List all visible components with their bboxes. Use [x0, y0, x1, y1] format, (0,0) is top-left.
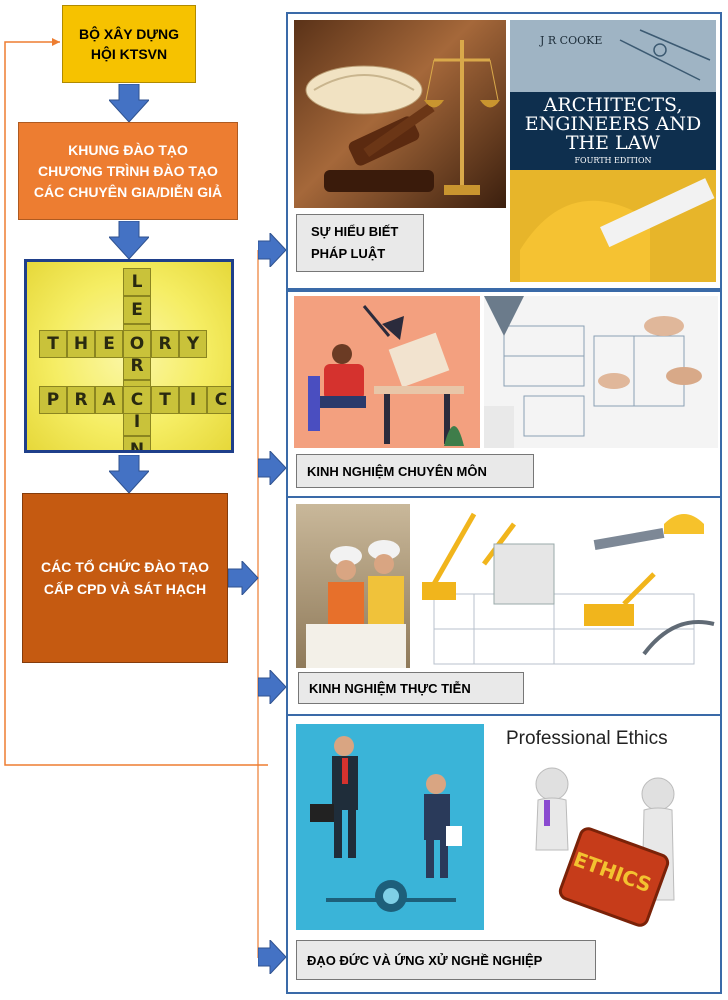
ministry-box: BỘ XÂY DỰNG HỘI KTSVN: [62, 5, 196, 83]
ministry-line-2: HỘI KTSVN: [90, 46, 168, 62]
crossword-tile-learning-6: N: [123, 436, 151, 450]
book-author: J R COOKE: [540, 34, 603, 47]
right-arrow-panel-2: [258, 451, 287, 485]
practical-experience-text: KINH NGHIỆM THỰC TIỄN: [309, 680, 471, 696]
designer-illustration: [294, 296, 480, 448]
professional-experience-text: KINH NGHIỆM CHUYÊN MÔN: [307, 463, 487, 479]
panel-law-label: SỰ HIỂU BIẾT PHÁP LUẬT: [296, 214, 424, 272]
framework-line-1: KHUNG ĐÀO TẠO: [68, 141, 188, 158]
panel-ethics-label: ĐẠO ĐỨC VÀ ỨNG XỬ NGHỀ NGHIỆP: [296, 940, 596, 980]
construction-workers-image: [296, 504, 410, 668]
panel-law: J R COOKE ARCHITECTS, ENGINEERS AND THE …: [286, 12, 722, 290]
business-people-image: [296, 724, 484, 930]
crossword-tile-theory-0: T: [39, 330, 67, 358]
down-arrow-3: [109, 455, 149, 494]
crossword-tile-practice-2: A: [95, 386, 123, 414]
book-title-line-3: THE LAW: [565, 132, 661, 154]
training-orgs-line-1: CÁC TỔ CHỨC ĐÀO TẠO: [41, 559, 209, 575]
crossword-tile-practice-5: I: [179, 386, 207, 414]
crossword-tile-practice-0: P: [39, 386, 67, 414]
construction-machinery-image: [414, 504, 718, 668]
ethics-sign-image: ETHICS: [508, 760, 704, 930]
gavel-books-image: [294, 20, 506, 208]
framework-line-3: CÁC CHUYÊN GIA/DIỄN GIẢ: [33, 183, 223, 200]
training-orgs-box: CÁC TỔ CHỨC ĐÀO TẠO CẤP CPD VÀ SÁT HẠCH: [22, 493, 228, 663]
ethics-heading: Professional Ethics: [506, 728, 668, 749]
crossword-tile-practice-3: C: [123, 386, 151, 414]
panel-professional-experience: KINH NGHIỆM CHUYÊN MÔN: [286, 290, 722, 498]
crossword-tile-theory-3: O: [123, 330, 151, 358]
panel-professional-experience-label: KINH NGHIỆM CHUYÊN MÔN: [296, 454, 534, 488]
down-arrow-1: [109, 84, 149, 123]
crossword-tile-practice-1: R: [67, 386, 95, 414]
right-arrow-training: [228, 561, 259, 595]
learning-crossword-image: LEARNINGTHEORYPRACTICE: [24, 259, 234, 453]
panel-practical-experience-label: KINH NGHIỆM THỰC TIỄN: [298, 672, 524, 704]
right-arrow-panel-4: [258, 940, 287, 974]
crossword-tile-theory-5: Y: [179, 330, 207, 358]
crossword-tile-theory-1: H: [67, 330, 95, 358]
crossword-tile-theory-2: E: [95, 330, 123, 358]
book-title: ARCHITECTS, ENGINEERS AND THE LAW FOURTH…: [510, 96, 716, 167]
crossword-tile-practice-4: T: [151, 386, 179, 414]
right-arrow-panel-3: [258, 670, 287, 704]
book-title-line-1: ARCHITECTS,: [543, 94, 683, 116]
ministry-line-1: BỘ XÂY DỰNG: [78, 26, 180, 42]
down-arrow-2: [109, 221, 149, 260]
crossword-tile-learning-1: E: [123, 296, 151, 324]
law-label-line-1: SỰ HIỂU BIẾT: [311, 224, 399, 239]
crossword-tile-theory-4: R: [151, 330, 179, 358]
right-arrow-panel-1: [258, 233, 287, 267]
training-orgs-line-2: CẤP CPD VÀ SÁT HẠCH: [43, 581, 207, 597]
law-label-line-2: PHÁP LUẬT: [311, 246, 386, 261]
book-title-line-2: ENGINEERS AND: [524, 113, 702, 135]
book-edition: FOURTH EDITION: [574, 156, 652, 165]
ethics-label-text: ĐẠO ĐỨC VÀ ỨNG XỬ NGHỀ NGHIỆP: [307, 952, 543, 968]
panel-practical-experience: KINH NGHIỆM THỰC TIỄN: [286, 496, 722, 716]
book-cover-image: J R COOKE ARCHITECTS, ENGINEERS AND THE …: [510, 20, 716, 282]
crossword-tile-practice-6: C: [207, 386, 231, 414]
framework-line-2: CHƯƠNG TRÌNH ĐÀO TẠO: [38, 162, 218, 179]
crossword-tile-learning-0: L: [123, 268, 151, 296]
framework-box: KHUNG ĐÀO TẠO CHƯƠNG TRÌNH ĐÀO TẠO CÁC C…: [18, 122, 238, 220]
blueprint-hands-image: [484, 296, 718, 448]
panel-ethics: Professional Ethics ETHICS ĐẠO ĐỨC VÀ ỨN…: [286, 714, 722, 994]
